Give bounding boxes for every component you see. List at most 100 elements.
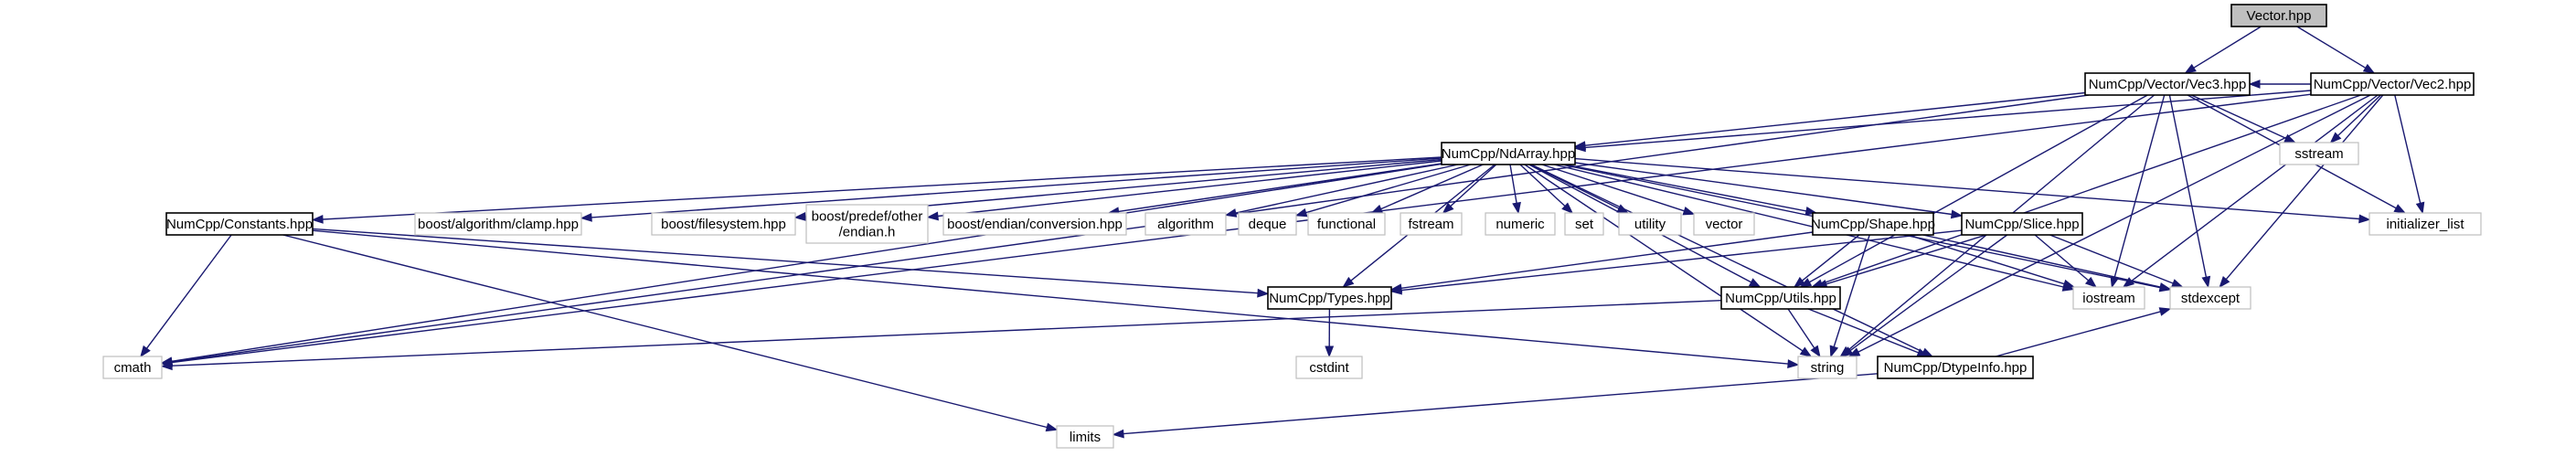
edge-shape-to-string bbox=[1829, 234, 1870, 358]
node-label: deque bbox=[1249, 217, 1287, 232]
edge-ndarray-to-slice bbox=[1574, 162, 1964, 219]
edge-line bbox=[312, 228, 1259, 294]
node-box bbox=[2072, 286, 2145, 310]
edge-vec3-to-stdexcept bbox=[2168, 94, 2211, 289]
edge-line bbox=[1857, 94, 2371, 353]
edge-line bbox=[2034, 234, 2090, 282]
edge-arrowhead bbox=[311, 215, 324, 224]
node-label: boost/predef/other bbox=[812, 209, 923, 225]
node-sstream: sstream bbox=[2279, 142, 2359, 165]
edge-vec2-to-stdexcept bbox=[2219, 94, 2384, 289]
node-dtypeinfo[interactable]: NumCpp/DtypeInfo.hpp bbox=[1877, 356, 2034, 379]
edge-line bbox=[1380, 164, 1484, 210]
edge-line bbox=[591, 157, 1442, 218]
edge-line bbox=[937, 160, 1442, 218]
node-set: set bbox=[1564, 212, 1604, 236]
edge-line bbox=[1808, 94, 2148, 283]
edge-arrowhead bbox=[2184, 63, 2197, 74]
node-iostream: iostream bbox=[2072, 286, 2145, 310]
node-box bbox=[2230, 4, 2327, 27]
node-label: /endian.h bbox=[839, 225, 896, 240]
edge-line bbox=[1118, 163, 1442, 213]
edge-vec2-to-sstream bbox=[2329, 94, 2381, 143]
node-constants[interactable]: NumCpp/Constants.hpp bbox=[165, 212, 314, 236]
node-label: boost/algorithm/clamp.hpp bbox=[418, 217, 579, 232]
node-box bbox=[1693, 212, 1755, 236]
node-slice[interactable]: NumCpp/Slice.hpp bbox=[1961, 212, 2083, 236]
node-utils[interactable]: NumCpp/Utils.hpp bbox=[1720, 286, 1841, 310]
node-predef: boost/predef/other/endian.h bbox=[805, 204, 929, 244]
node-types[interactable]: NumCpp/Types.hpp bbox=[1267, 286, 1392, 310]
edge-arrowhead bbox=[2329, 132, 2342, 143]
node-label: NumCpp/Slice.hpp bbox=[1964, 217, 2079, 232]
edge-arrowhead bbox=[2158, 307, 2172, 316]
node-label: boost/endian/conversion.hpp bbox=[947, 217, 1123, 232]
edge-constants-to-types bbox=[312, 228, 1270, 298]
node-box bbox=[1877, 356, 2034, 379]
edge-line bbox=[312, 229, 1789, 365]
edge-shape-to-stdexcept bbox=[1922, 234, 2172, 292]
node-numeric: numeric bbox=[1485, 212, 1556, 236]
node-box bbox=[2279, 142, 2359, 165]
node-label: NumCpp/Utils.hpp bbox=[1725, 291, 1836, 306]
edge-arrowhead bbox=[140, 345, 151, 358]
node-label: NumCpp/Types.hpp bbox=[1269, 291, 1390, 306]
edge-arrowhead bbox=[1810, 345, 1821, 358]
node-box bbox=[2368, 212, 2482, 236]
edge-arrowhead bbox=[1257, 288, 1270, 298]
node-vec2[interactable]: NumCpp/Vector/Vec2.hpp bbox=[2310, 72, 2475, 96]
node-box bbox=[414, 212, 582, 236]
edge-arrowhead bbox=[1682, 206, 1696, 216]
edge-line bbox=[1807, 308, 1919, 354]
edge-utils-to-cmath bbox=[160, 300, 1722, 371]
node-label: utility bbox=[1634, 217, 1666, 232]
node-vector-hpp: Vector.hpp bbox=[2230, 4, 2327, 27]
edge-slice-to-types bbox=[1389, 229, 1963, 295]
node-label: algorithm bbox=[1157, 217, 1214, 232]
node-box bbox=[2084, 72, 2251, 96]
node-deque: deque bbox=[1238, 212, 1297, 236]
node-label: NumCpp/Shape.hpp bbox=[1811, 217, 1935, 232]
edge-shape-to-iostream bbox=[1907, 234, 2076, 289]
edge-line bbox=[1450, 164, 1497, 207]
node-box bbox=[1797, 356, 1857, 379]
node-box bbox=[1441, 142, 1576, 165]
edge-shape-to-types bbox=[1389, 231, 1814, 293]
edge-arrowhead bbox=[1847, 347, 1861, 357]
edge-ndarray-to-constants bbox=[311, 156, 1442, 224]
edge-arrowhead bbox=[1512, 201, 1521, 215]
edge-ndarray-to-dtypeinfo bbox=[1530, 164, 1934, 357]
node-string: string bbox=[1797, 356, 1857, 379]
edge-line bbox=[1400, 231, 1814, 289]
edge-arrowhead bbox=[1748, 278, 1762, 288]
edge-line bbox=[1833, 234, 1870, 347]
edge-line bbox=[2296, 26, 2367, 69]
node-label: vector bbox=[1706, 217, 1743, 232]
node-functional: functional bbox=[1307, 212, 1386, 236]
edge-arrowhead bbox=[2170, 279, 2184, 288]
edge-line bbox=[1519, 164, 1566, 207]
edge-line bbox=[1553, 164, 2064, 288]
node-ndarray[interactable]: NumCpp/NdArray.hpp bbox=[1441, 142, 1576, 165]
edge-line bbox=[1787, 308, 1815, 349]
node-vec3[interactable]: NumCpp/Vector/Vec3.hpp bbox=[2084, 72, 2251, 96]
node-label: cstdint bbox=[1309, 360, 1349, 376]
edge-line bbox=[171, 94, 2089, 363]
node-shape[interactable]: NumCpp/Shape.hpp bbox=[1811, 212, 1935, 236]
edge-vec2-to-utils bbox=[1810, 94, 2361, 288]
edge-vec2-to-vec3 bbox=[2248, 80, 2311, 89]
edge-line bbox=[145, 234, 232, 349]
edge-arrowhead bbox=[2158, 282, 2172, 292]
edge-arrowhead bbox=[1045, 422, 1059, 432]
edge-arrowhead bbox=[926, 211, 939, 221]
edge-ndarray-to-numeric bbox=[1509, 164, 1521, 215]
edge-line bbox=[2190, 94, 2287, 140]
node-label: set bbox=[1575, 217, 1594, 232]
node-box bbox=[2310, 72, 2475, 96]
node-clamp: boost/algorithm/clamp.hpp bbox=[414, 212, 582, 236]
edge-line bbox=[322, 156, 1442, 220]
edge-ndarray-to-clamp bbox=[580, 157, 1442, 222]
edge-ndarray-to-set bbox=[1519, 164, 1574, 214]
edge-vec2-to-initlist bbox=[2394, 94, 2425, 215]
edge-arrowhead bbox=[2248, 80, 2261, 89]
